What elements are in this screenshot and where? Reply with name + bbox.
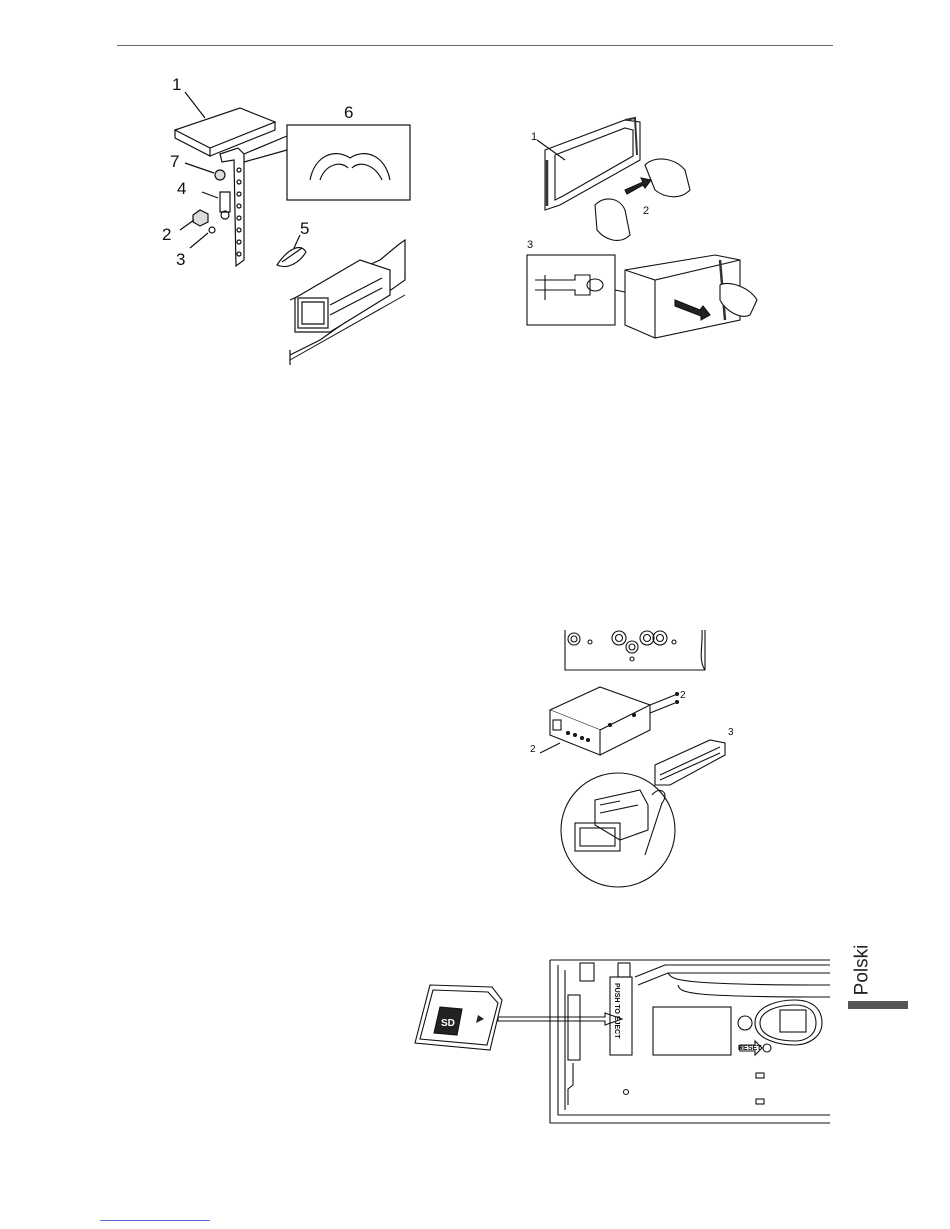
removal-callout-2: 2 bbox=[643, 205, 649, 217]
callout-3: 3 bbox=[176, 250, 185, 269]
callout-4: 4 bbox=[177, 179, 186, 198]
figure-rear-mount: 2 2 3 bbox=[520, 625, 760, 890]
removal-callout-3: 3 bbox=[527, 239, 533, 251]
language-tab-label: Polski bbox=[851, 945, 873, 996]
part-plate-illustration bbox=[175, 108, 275, 156]
radio-in-dash-illustration bbox=[290, 240, 405, 365]
language-tab: Polski bbox=[846, 940, 878, 1000]
radio-box-illustration bbox=[550, 687, 650, 755]
reset-label: RESET bbox=[738, 1045, 762, 1052]
figure-mounting-parts: 1 7 4 2 3 6 bbox=[150, 70, 420, 365]
rear-callout-3: 3 bbox=[728, 727, 734, 738]
footer-rule bbox=[100, 1220, 210, 1221]
inset-frame bbox=[287, 125, 410, 200]
language-tab-bar bbox=[848, 1001, 908, 1009]
header-rule bbox=[117, 45, 833, 46]
figure-sd-card: SD PUSH TO EJECT RESET bbox=[410, 955, 835, 1130]
slot-label-push-to-eject: PUSH TO EJECT bbox=[613, 983, 620, 1039]
callout-2: 2 bbox=[162, 225, 171, 244]
sd-card-logo: SD bbox=[441, 1018, 455, 1029]
rear-callout-2-right: 2 bbox=[680, 690, 686, 701]
callout-7: 7 bbox=[170, 152, 179, 171]
callout-5: 5 bbox=[300, 219, 309, 238]
rear-callout-2-left: 2 bbox=[530, 744, 536, 755]
callout-6: 6 bbox=[344, 103, 353, 122]
trim-frame-illustration bbox=[545, 118, 640, 210]
trim-piece-illustration bbox=[655, 740, 725, 785]
figure-removal: 1 2 3 bbox=[525, 110, 775, 340]
faceplate-back-illustration: PUSH TO EJECT RESET bbox=[550, 960, 830, 1123]
callout-1: 1 bbox=[172, 75, 181, 94]
sd-card-illustration: SD bbox=[415, 985, 502, 1050]
removal-callout-1: 1 bbox=[531, 131, 537, 143]
rear-panel-illustration bbox=[565, 630, 705, 670]
insert-arrow bbox=[498, 1013, 622, 1025]
